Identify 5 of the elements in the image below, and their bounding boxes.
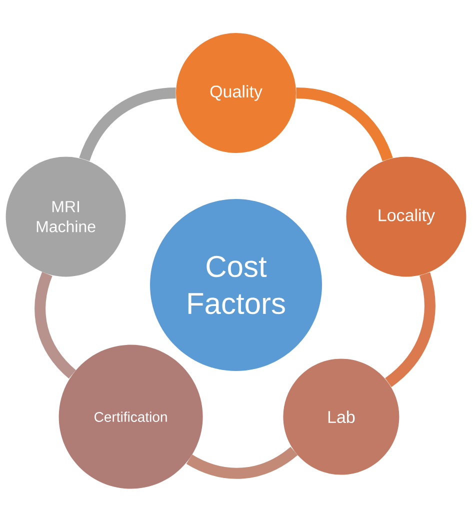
ring-arc (296, 88, 393, 162)
ring-arc (186, 446, 298, 479)
ring-arc (79, 88, 176, 162)
ring-arc (34, 272, 76, 378)
ring-arc (384, 272, 436, 387)
